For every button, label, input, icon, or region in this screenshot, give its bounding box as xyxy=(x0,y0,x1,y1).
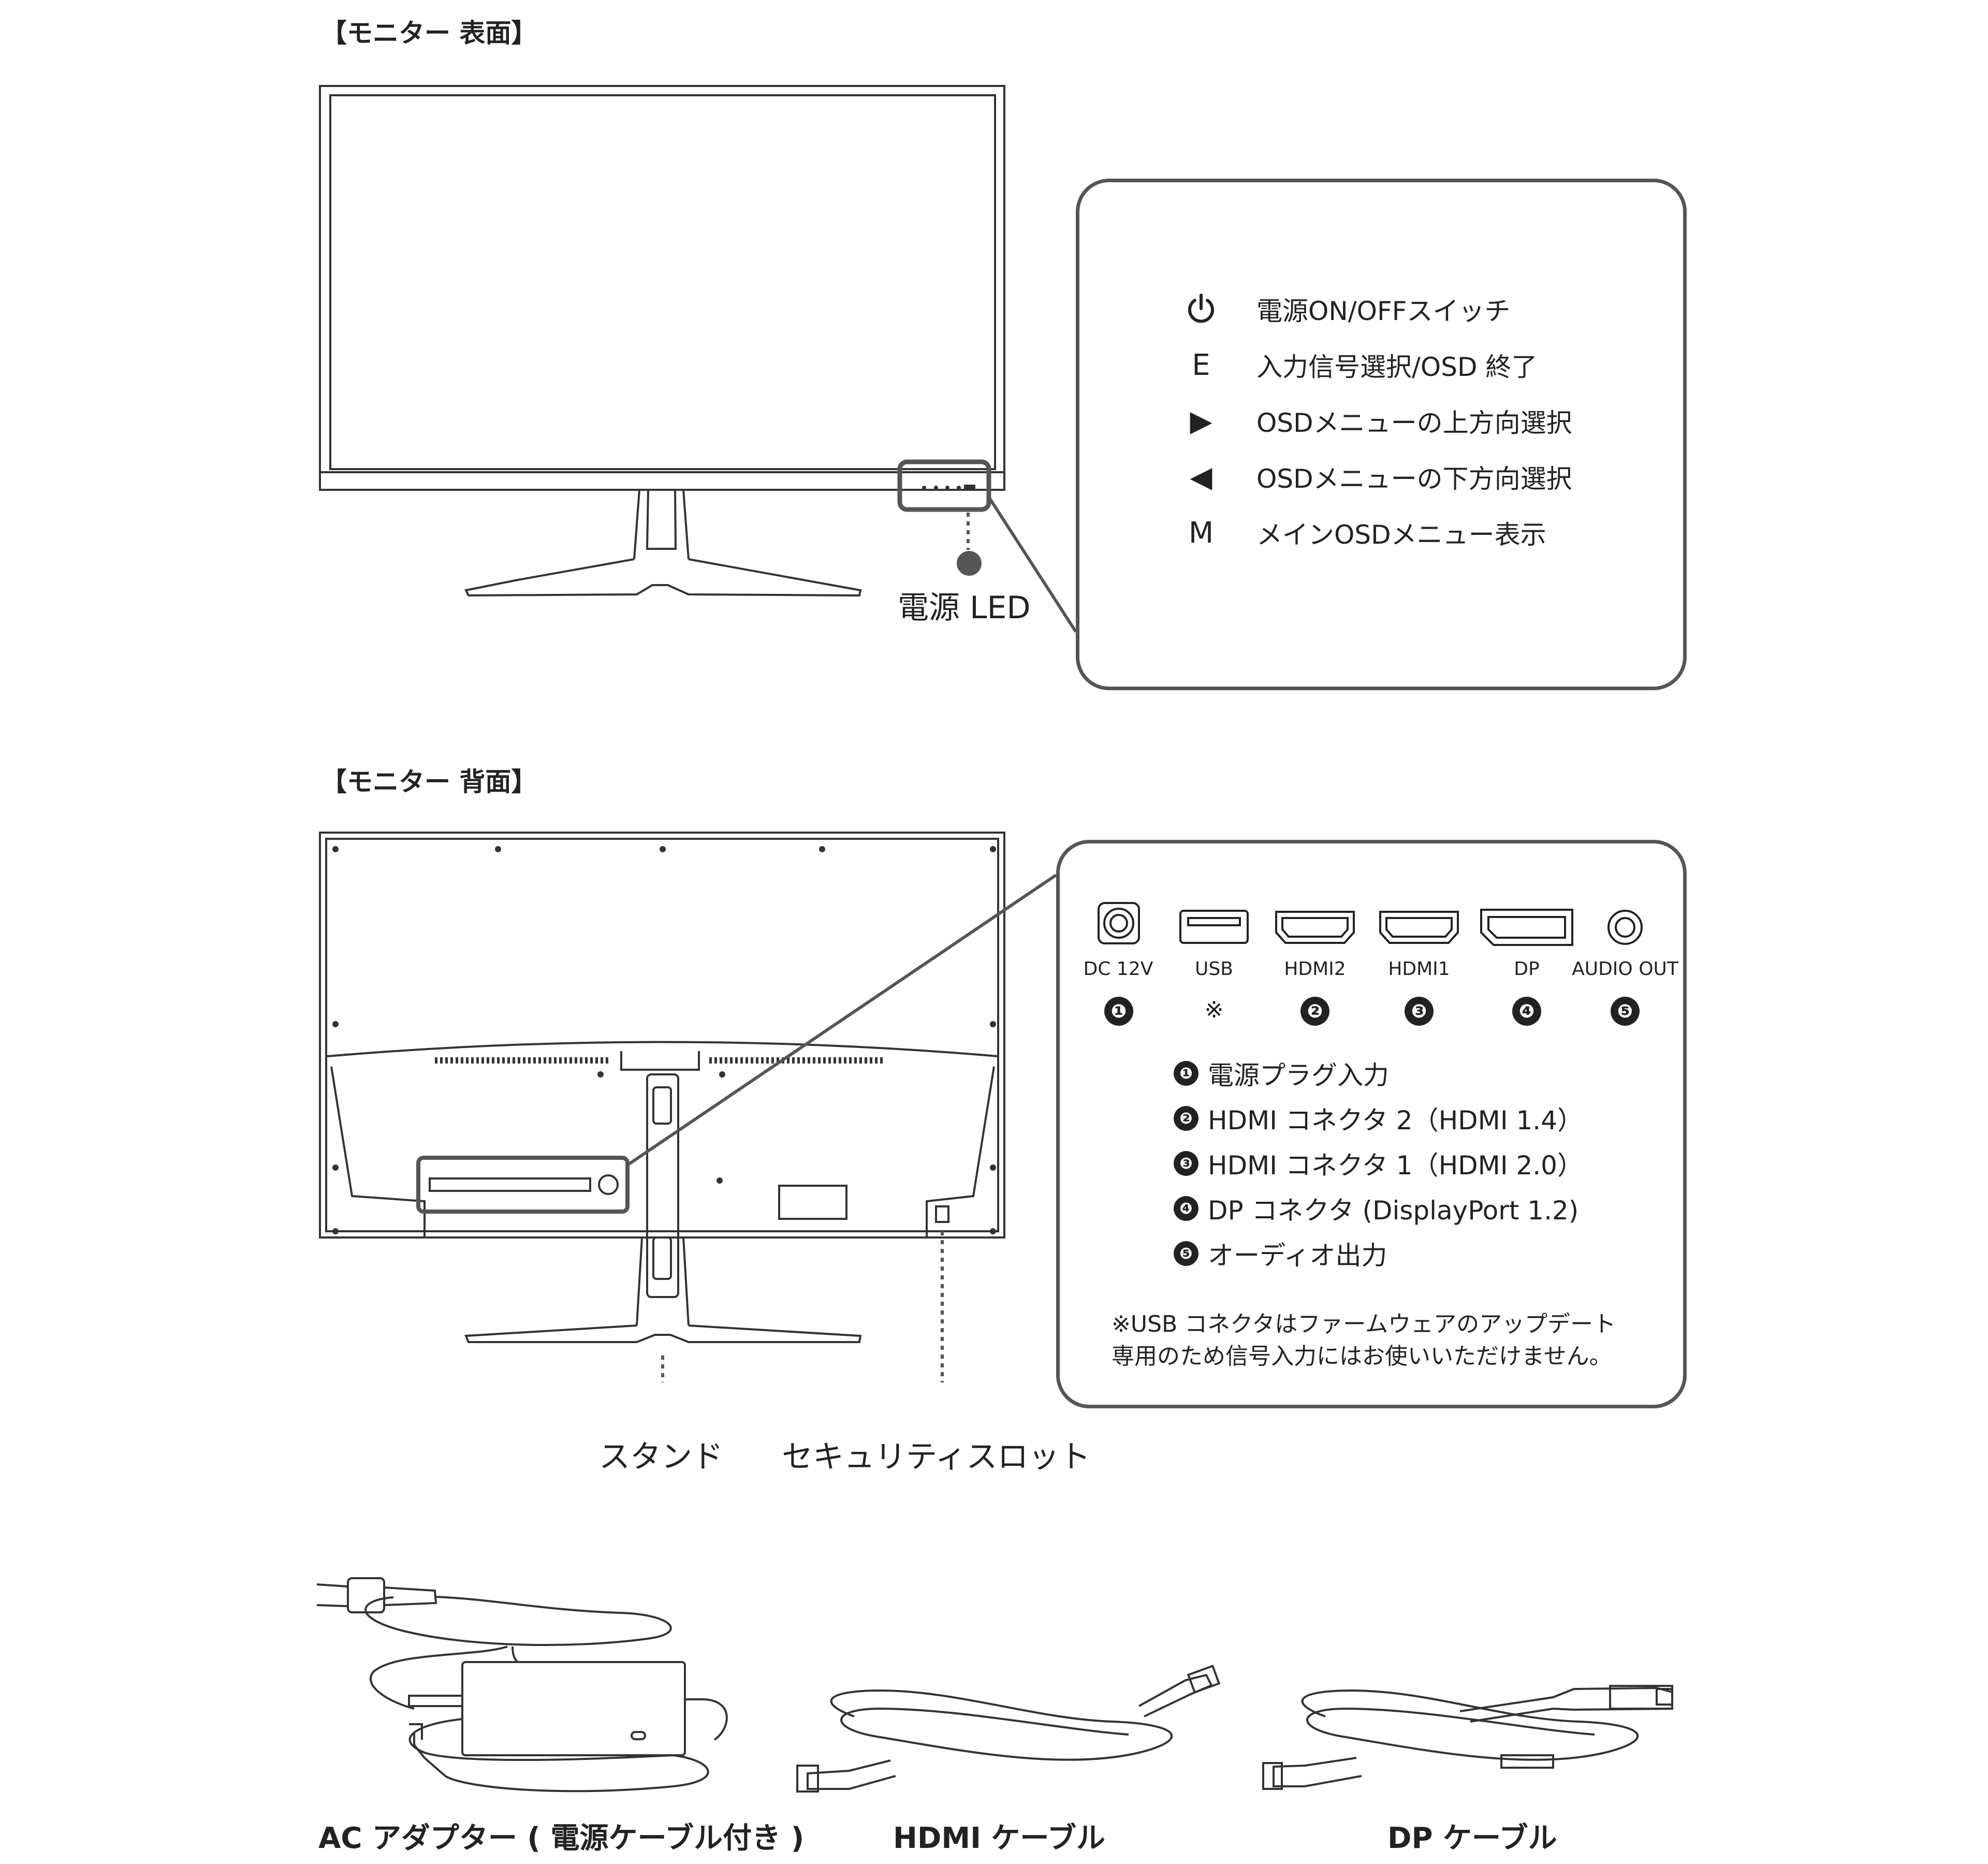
legend-row-3: ❸ HDMI コネクタ 1（HDMI 2.0） xyxy=(1174,1145,1583,1182)
button-desc-down: OSDメニューの下方向選択 xyxy=(1256,464,1572,494)
security-slot-outline xyxy=(935,1205,949,1223)
legend-row-2: ❷ HDMI コネクタ 2（HDMI 1.4） xyxy=(1174,1100,1583,1137)
usb-port-icon xyxy=(1179,910,1249,944)
rear-ports-panel: DC 12V USB HDMI2 HDMI1 DP AUDIO OUT ❶ ※ … xyxy=(1056,840,1687,1408)
m-key-icon: M xyxy=(1188,516,1214,550)
button-desc-up: OSDメニューの上方向選択 xyxy=(1256,408,1572,438)
dc-jack-icon xyxy=(1098,902,1140,944)
triangle-right-icon: ▶ xyxy=(1190,404,1212,438)
displayport-icon xyxy=(1480,909,1573,946)
button-list: 電源ON/OFFスイッチ E 入力信号選択/OSD 終了 ▶ OSDメニューの上… xyxy=(1178,286,1644,565)
legend-text-2: HDMI コネクタ 2（HDMI 1.4） xyxy=(1208,1105,1583,1135)
rear-port-highlight xyxy=(416,1156,630,1214)
button-row-m: M メインOSDメニュー表示 xyxy=(1178,509,1546,556)
port-label-hdmi1: HDMI1 xyxy=(1388,958,1450,980)
port-legend: ❶ 電源プラグ入力 ❷ HDMI コネクタ 2（HDMI 1.4） ❸ HDMI… xyxy=(1174,1055,1640,1283)
legend-text-3: HDMI コネクタ 1（HDMI 2.0） xyxy=(1208,1151,1583,1181)
button-desc-m: メインOSDメニュー表示 xyxy=(1256,520,1546,550)
port-marker-usb: ※ xyxy=(1204,997,1224,1023)
front-outer-frame xyxy=(319,85,1005,491)
port-marker-4: ❹ xyxy=(1512,997,1541,1026)
button-row-e: E 入力信号選択/OSD 終了 xyxy=(1178,342,1537,388)
front-buttons-panel: 電源ON/OFFスイッチ E 入力信号選択/OSD 終了 ▶ OSDメニューの上… xyxy=(1076,179,1687,690)
dp-cable-icon xyxy=(1262,1685,1673,1790)
legend-marker-5: ❺ xyxy=(1174,1241,1198,1266)
front-screen xyxy=(329,94,996,470)
power-icon xyxy=(1178,293,1224,325)
hdmi1-port-icon xyxy=(1379,911,1459,944)
legend-text-4: DP コネクタ (DisplayPort 1.2) xyxy=(1208,1196,1579,1226)
hdmi2-port-icon xyxy=(1275,911,1355,944)
legend-marker-1: ❶ xyxy=(1174,1061,1198,1086)
power-led-label: 電源 LED xyxy=(898,590,1031,626)
port-marker-1: ❶ xyxy=(1104,997,1133,1026)
security-slot-label: セキュリティスロット xyxy=(782,1439,1091,1475)
monitor-rear-illustration xyxy=(319,832,1057,1382)
legend-marker-2: ❷ xyxy=(1174,1106,1198,1131)
port-icons xyxy=(1098,902,1643,946)
usb-note-line1: ※USB コネクタはファームウェアのアップデート xyxy=(1112,1311,1616,1337)
stand-label: スタンド xyxy=(599,1439,723,1475)
port-marker-3: ❸ xyxy=(1405,997,1434,1026)
monitor-front-illustration xyxy=(319,85,1077,633)
accessory-label-dp-cable: DP ケーブル xyxy=(1387,1822,1557,1855)
audio-jack-icon xyxy=(1607,910,1643,945)
hdmi-cable-icon xyxy=(796,1664,1221,1793)
e-key-icon: E xyxy=(1192,348,1210,382)
button-desc-e: 入力信号選択/OSD 終了 xyxy=(1256,352,1538,382)
button-row-down: ◀ OSDメニューの下方向選択 xyxy=(1178,454,1572,500)
button-row-power: 電源ON/OFFスイッチ xyxy=(1178,286,1510,332)
legend-text-1: 電源プラグ入力 xyxy=(1208,1060,1389,1090)
port-label-audio: AUDIO OUT xyxy=(1572,958,1678,980)
accessories-illustration xyxy=(316,1577,1673,1793)
legend-marker-3: ❸ xyxy=(1174,1151,1198,1176)
front-button-highlight xyxy=(897,459,991,512)
usb-note-line2: 専用のため信号入力にはお使いいただけません。 xyxy=(1112,1343,1612,1370)
port-label-hdmi2: HDMI2 xyxy=(1284,958,1346,980)
button-row-up: ▶ OSDメニューの上方向選択 xyxy=(1178,398,1572,444)
port-marker-5: ❺ xyxy=(1611,997,1640,1026)
port-label-dp: DP xyxy=(1514,958,1540,980)
legend-marker-4: ❹ xyxy=(1174,1196,1198,1221)
legend-row-5: ❺ オーディオ出力 xyxy=(1174,1235,1387,1272)
triangle-left-icon: ◀ xyxy=(1190,460,1212,494)
legend-text-5: オーディオ出力 xyxy=(1208,1241,1387,1271)
accessory-label-ac-adapter: AC アダプター ( 電源ケーブル付き ) xyxy=(318,1822,805,1855)
power-led-marker xyxy=(957,551,982,576)
rear-section-title: 【モニター 背面】 xyxy=(321,767,537,797)
accessory-label-hdmi-cable: HDMI ケーブル xyxy=(893,1822,1106,1855)
usb-note: ※USB コネクタはファームウェアのアップデート 専用のため信号入力にはお使いい… xyxy=(1112,1308,1616,1373)
port-label-usb: USB xyxy=(1195,958,1233,980)
legend-row-4: ❹ DP コネクタ (DisplayPort 1.2) xyxy=(1174,1190,1578,1227)
port-marker-2: ❷ xyxy=(1300,997,1329,1026)
ac-adapter-icon xyxy=(316,1577,728,1793)
port-label-dc: DC 12V xyxy=(1083,958,1153,980)
front-section-title: 【モニター 表面】 xyxy=(321,18,537,48)
button-desc-power: 電源ON/OFFスイッチ xyxy=(1256,296,1511,326)
legend-row-1: ❶ 電源プラグ入力 xyxy=(1174,1055,1389,1092)
